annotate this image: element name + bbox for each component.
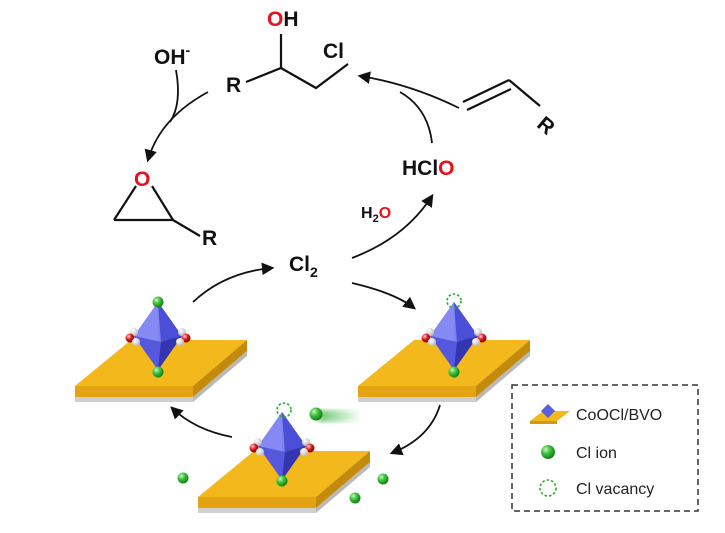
hclo-oxygen-text: O — [438, 157, 454, 180]
catalyst-unit-regeneration — [177, 402, 389, 513]
cl-ion-top — [152, 296, 164, 308]
epoxide-r-label: R — [202, 227, 217, 250]
hclo-hcl-text: HCl — [402, 157, 438, 180]
arrow-vacancy-to-regeneration — [389, 404, 441, 456]
arrow-chlorine-to-vacancy-catalyst — [351, 282, 416, 310]
cl-vacancy-icon — [539, 479, 557, 497]
cl-ion-bottom — [276, 475, 288, 487]
legend-label-cl-vacancy: Cl vacancy — [576, 481, 654, 498]
chlorohydrin-molecule: OH R Cl — [226, 8, 349, 97]
arrow-chlorohydrin-to-epoxide — [144, 91, 209, 163]
chlorine-subscript: 2 — [310, 264, 318, 280]
cl-ion-free — [177, 472, 189, 484]
arrow-hclo-branch — [399, 91, 433, 144]
cl-vacancy-top — [276, 402, 292, 418]
reaction-arrows — [144, 69, 460, 456]
arrow-alkene-to-chlorohydrin — [357, 71, 460, 109]
hydroxide-label: OH- — [154, 42, 191, 69]
cl-ion-free — [349, 492, 361, 504]
legend-label-cl-ion: Cl ion — [576, 445, 617, 462]
chlorohydrin-oxygen-label: O — [267, 8, 283, 31]
water-label: H2O — [361, 205, 391, 225]
cl-ion-motion-trail — [316, 410, 362, 422]
alkene-molecule: R — [462, 79, 559, 140]
catalyst-icon — [530, 404, 570, 424]
chlorine-text: Cl — [289, 253, 310, 276]
legend: CoOCl/BVO Cl ion Cl vacancy — [511, 384, 699, 512]
hydroxide-charge: - — [186, 42, 191, 58]
legend-label-catalyst: CoOCl/BVO — [576, 407, 662, 424]
arrow-catalyst-to-chlorine — [192, 262, 275, 303]
epoxide-molecule: O R — [113, 168, 217, 250]
cl-ion-icon — [541, 445, 555, 459]
cl-ion-moving — [309, 407, 323, 421]
hypochlorous-acid-label: HClO — [402, 157, 455, 180]
water-subscript: 2 — [373, 213, 379, 225]
chlorohydrin-cl-label: Cl — [323, 40, 344, 63]
catalyst-unit-full-chlorine — [75, 296, 247, 402]
alkene-r-label: R — [533, 112, 559, 139]
water-o-text: O — [379, 205, 391, 222]
chlorohydrin-r-label: R — [226, 74, 241, 97]
cl-vacancy-top — [446, 293, 462, 309]
svg-text:OH: OH — [267, 8, 299, 31]
chlorohydrin-hydrogen-label: H — [283, 8, 298, 31]
chlorine-gas-label: Cl2 — [289, 253, 318, 280]
arrow-regeneration-to-catalyst — [170, 406, 233, 438]
cl-ion-bottom — [152, 366, 164, 378]
cl-ion-free — [377, 473, 389, 485]
arrow-chlorine-to-hclo — [351, 193, 434, 259]
water-h-text: H — [361, 205, 373, 222]
arrow-hydroxide-branch — [169, 69, 179, 123]
cl-ion-bottom — [448, 366, 460, 378]
epoxide-oxygen-label: O — [134, 168, 150, 191]
hydroxide-text: OH — [154, 46, 186, 69]
catalyst-unit-chlorine-vacancy — [358, 293, 530, 402]
